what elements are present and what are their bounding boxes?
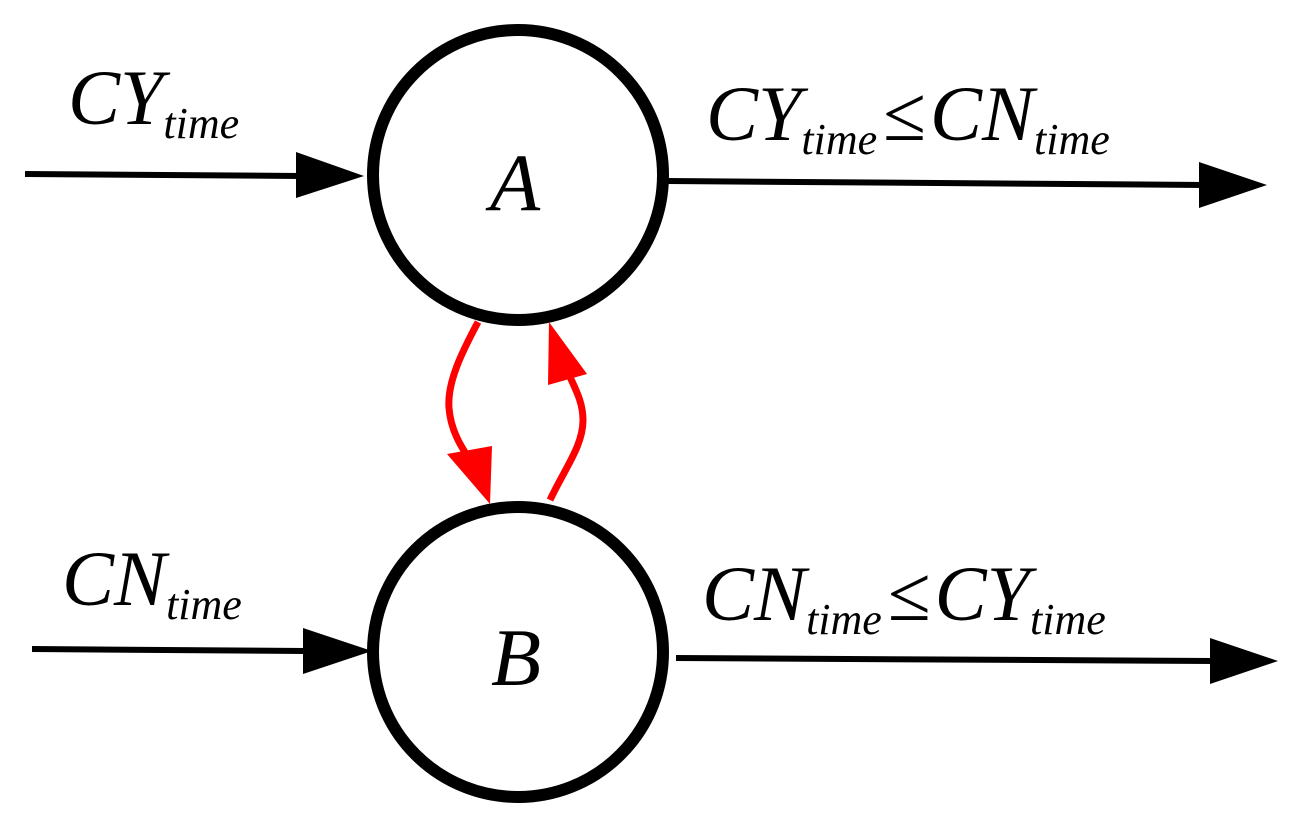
feedback-arrow-a-to-b xyxy=(445,320,492,504)
input-arrow-a xyxy=(24,152,364,198)
input-arrow-a-head xyxy=(296,152,364,198)
node-a: A xyxy=(367,24,669,326)
input-arrow-b-head xyxy=(303,628,372,674)
output-arrow-a-head xyxy=(1199,162,1267,208)
output-label-a: CYtime≤CNtime xyxy=(706,70,1110,164)
node-b-label: B xyxy=(491,612,541,703)
output-arrow-a-line xyxy=(667,178,1205,188)
output-arrow-b-line xyxy=(675,655,1215,664)
feedback-arrow-a-to-b-curve xyxy=(445,320,482,462)
node-a-circle xyxy=(367,24,669,326)
output-label-b: CNtime≤CYtime xyxy=(702,550,1106,644)
input-arrow-a-line xyxy=(24,171,301,179)
output-arrow-b xyxy=(675,638,1278,684)
feedback-arrow-b-to-a-head xyxy=(548,322,587,385)
node-b: B xyxy=(367,501,669,803)
output-arrow-a xyxy=(667,162,1267,208)
input-label-b: CNtime xyxy=(62,535,242,629)
input-label-a: CYtime xyxy=(68,54,239,148)
node-b-circle xyxy=(367,501,669,803)
input-arrow-b xyxy=(31,628,372,674)
input-arrow-b-line xyxy=(31,646,307,654)
feedback-arrow-b-to-a xyxy=(546,322,587,502)
feedback-arrow-b-to-a-curve xyxy=(546,368,587,502)
node-a-label: A xyxy=(485,137,541,228)
feedback-arrow-a-to-b-head xyxy=(447,446,492,504)
output-arrow-b-head xyxy=(1210,638,1278,684)
